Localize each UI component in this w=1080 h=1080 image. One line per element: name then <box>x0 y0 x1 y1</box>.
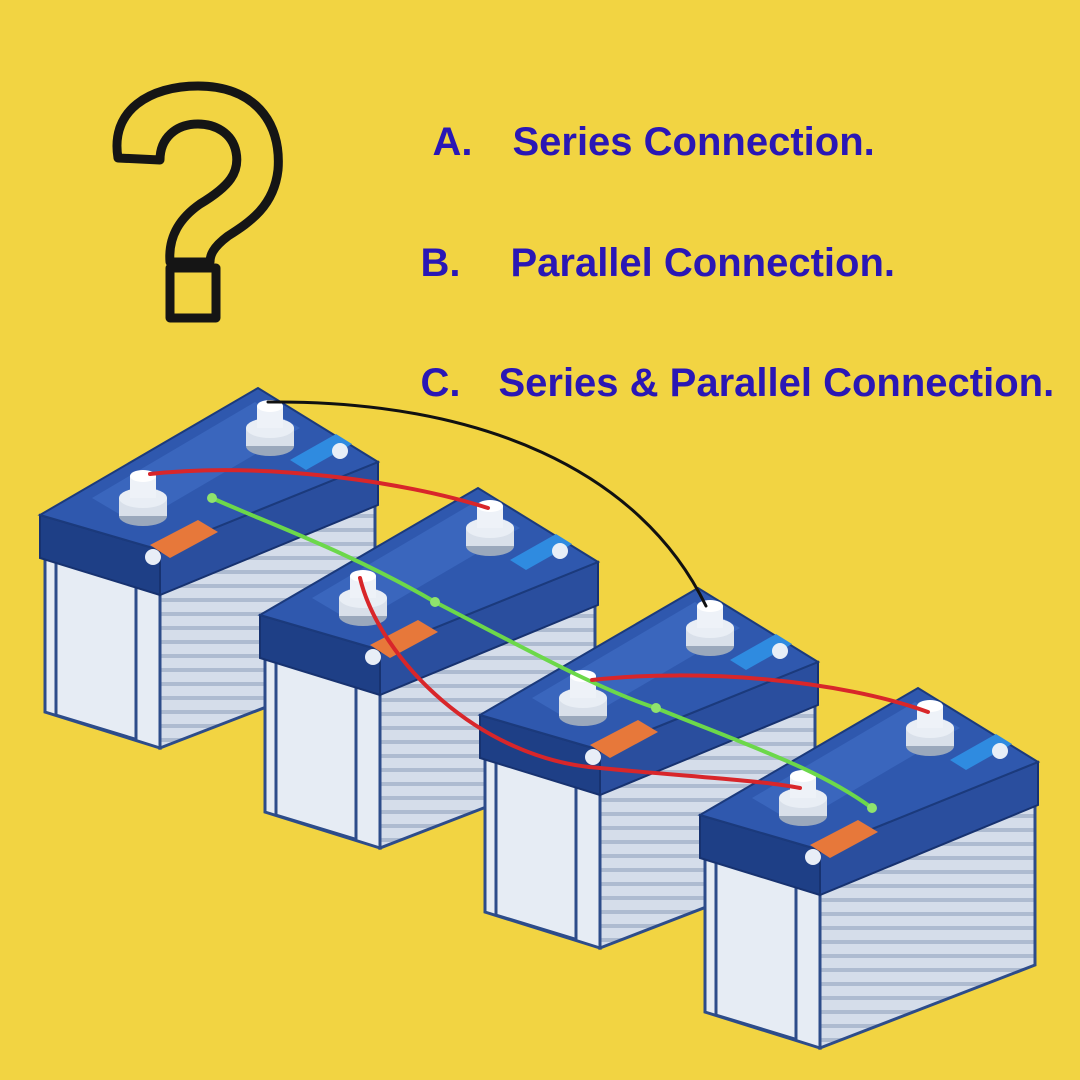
wire-black <box>266 400 708 608</box>
wire-junction <box>207 493 217 503</box>
option-c-letter: C. <box>420 361 461 405</box>
wire-junction <box>430 597 440 607</box>
positive-terminal <box>779 770 827 826</box>
negative-terminal <box>466 500 514 556</box>
wire-junction <box>867 803 877 813</box>
positive-terminal <box>339 570 387 626</box>
minus-symbol-icon <box>332 443 348 459</box>
option-b[interactable]: B. Parallel Connection. <box>376 203 895 323</box>
wire-red <box>358 576 802 790</box>
batteries <box>37 386 1041 1051</box>
option-c[interactable]: C. Series & Parallel Connection. <box>376 323 1054 443</box>
positive-terminal <box>559 670 607 726</box>
plus-symbol-icon <box>805 849 821 865</box>
option-b-letter: B. <box>420 241 461 285</box>
option-b-text: Parallel Connection. <box>510 241 895 285</box>
minus-symbol-icon <box>992 743 1008 759</box>
battery-positive-pad <box>590 720 658 758</box>
negative-terminal <box>246 400 294 456</box>
minus-symbol-icon <box>552 543 568 559</box>
plus-symbol-icon <box>365 649 381 665</box>
battery-negative-pad <box>290 434 352 470</box>
wire-junction <box>651 703 661 713</box>
battery-negative-pad <box>510 534 572 570</box>
battery-negative-pad <box>730 634 792 670</box>
battery <box>697 686 1041 1051</box>
option-a[interactable]: A. Series Connection. <box>388 82 875 202</box>
battery-positive-pad <box>810 820 878 858</box>
negative-terminal <box>686 600 734 656</box>
option-c-text: Series & Parallel Connection. <box>498 361 1055 405</box>
option-a-text: Series Connection. <box>512 120 875 164</box>
plus-symbol-icon <box>585 749 601 765</box>
wires <box>148 400 930 813</box>
plus-symbol-icon <box>145 549 161 565</box>
minus-symbol-icon <box>772 643 788 659</box>
battery-positive-pad <box>370 620 438 658</box>
question-mark-icon <box>112 81 283 323</box>
option-a-letter: A. <box>432 120 473 164</box>
wire-red <box>148 468 490 510</box>
wire-red <box>590 673 930 714</box>
battery-positive-pad <box>150 520 218 558</box>
wire-green <box>210 496 874 810</box>
battery-negative-pad <box>950 734 1012 770</box>
